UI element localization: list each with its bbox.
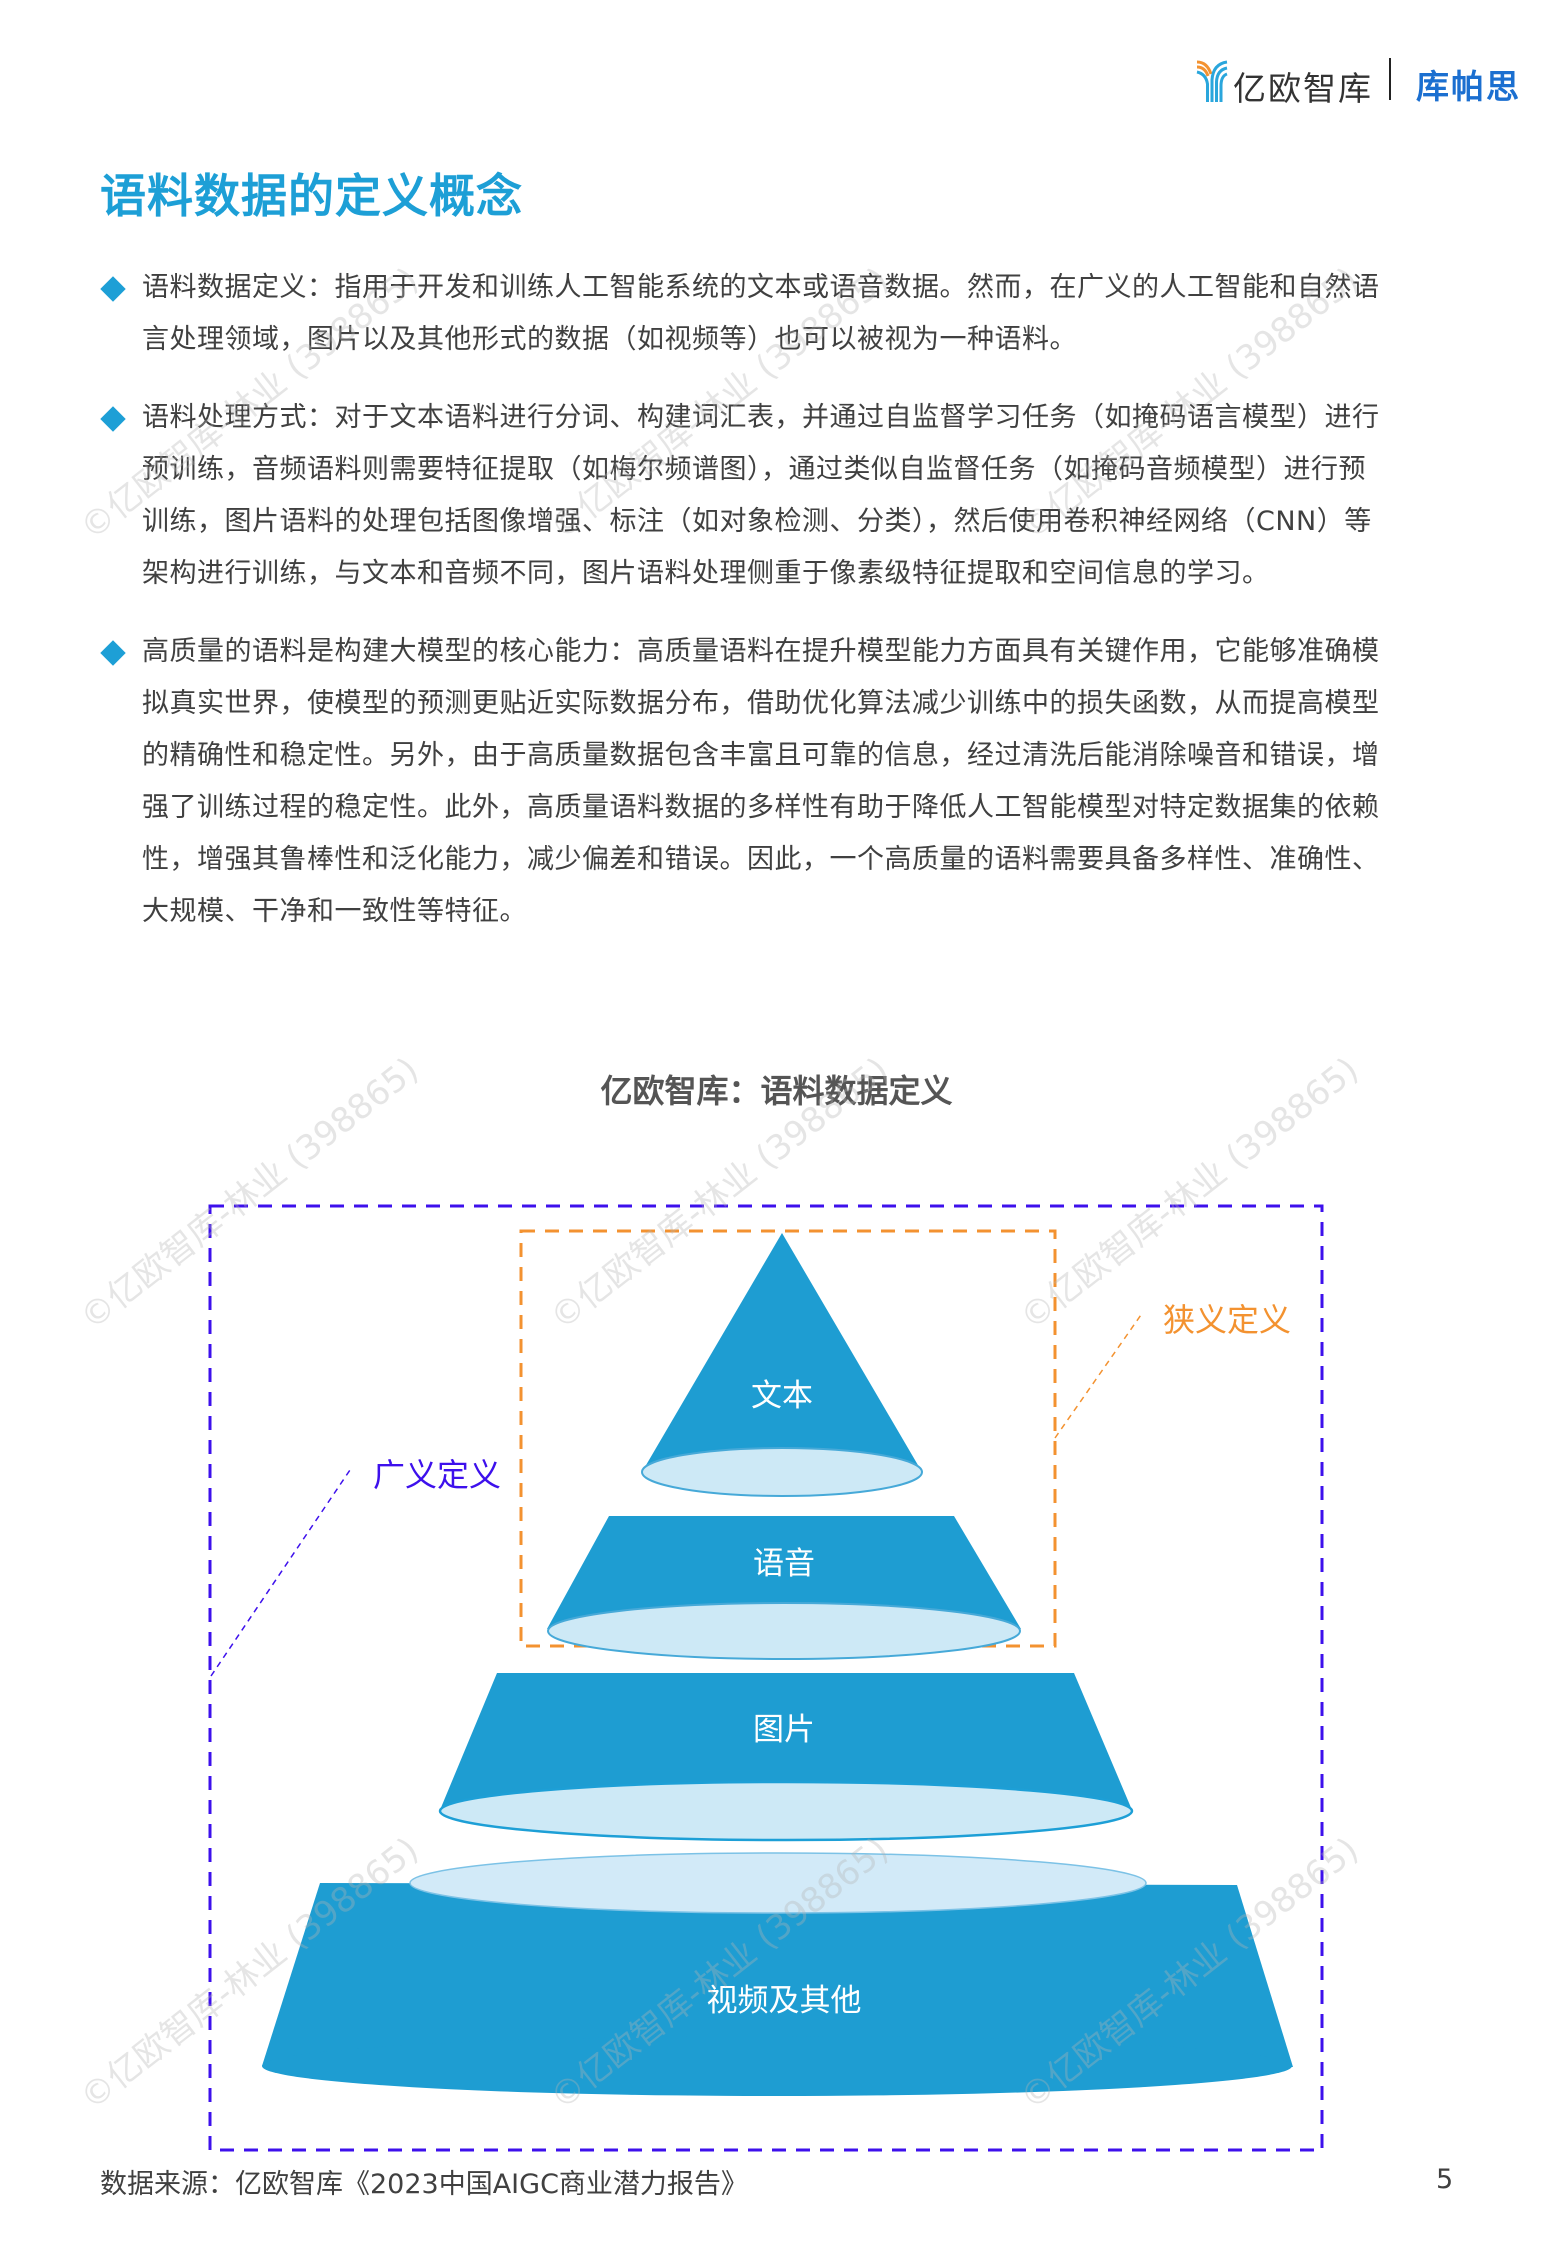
page-title: 语料数据的定义概念 — [100, 169, 523, 223]
bullet-line: 架构进行训练，与文本和音频不同，图片语料处理侧重于像素级特征提取和空间信息的学习… — [142, 558, 1270, 589]
bullet-line: 强了训练过程的稳定性。此外，高质量语料数据的多样性有助于降低人工智能模型对特定数… — [142, 792, 1380, 823]
bullet-definition: 语料数据定义：指用于开发和训练人工智能系统的文本或语音数据。然而，在广义的人工智… — [100, 262, 1450, 366]
diamond-bullet-icon — [100, 276, 126, 302]
narrow-definition-label: 狭义定义 — [1163, 1301, 1292, 1339]
corpus-definition-diagram: 文本 语音 图片 视频及其他 狭义定义 广义定义 — [0, 1180, 1553, 2170]
logo-text: 亿欧智库 — [1233, 69, 1373, 108]
partner-logo-text: 库帕思 — [1416, 67, 1521, 106]
bullet-line: 大规模、干净和一致性等特征。 — [142, 896, 527, 927]
tier-label-video: 视频及其他 — [706, 1983, 862, 2019]
tier-video-top — [409, 1852, 1147, 1914]
tier-voice-body — [547, 1516, 1021, 1629]
tier-voice-base — [547, 1602, 1021, 1660]
tier-text-base — [641, 1447, 923, 1497]
bullet-processing: 语料处理方式：对于文本语料进行分词、构建词汇表，并通过自监督学习任务（如掩码语言… — [100, 392, 1450, 600]
header-divider — [1389, 58, 1391, 100]
diagram-graphics — [208, 1204, 1324, 2152]
tier-video-base — [262, 2036, 1292, 2096]
bullet-line: 预训练，音频语料则需要特征提取（如梅尔频谱图），通过类似自监督任务（如掩码音频模… — [142, 454, 1366, 485]
bullet-line: 拟真实世界，使模型的预测更贴近实际数据分布，借助优化算法减少训练中的损失函数，从… — [142, 688, 1380, 719]
broad-definition-label: 广义定义 — [373, 1456, 502, 1494]
bullet-line: 性，增强其鲁棒性和泛化能力，减少偏差和错误。因此，一个高质量的语料需要具备多样性… — [142, 844, 1380, 875]
narrow-connector-line — [1054, 1311, 1144, 1439]
bullet-line: 语料数据定义：指用于开发和训练人工智能系统的文本或语音数据。然而，在广义的人工智… — [142, 272, 1380, 303]
bullet-high-quality: 高质量的语料是构建大模型的核心能力：高质量语料在提升模型能力方面具有关键作用，它… — [100, 626, 1450, 938]
tier-image-base — [438, 1780, 1134, 1842]
page-header: 亿欧智库 库帕思 — [1133, 52, 1553, 112]
diamond-bullet-icon — [100, 406, 126, 432]
yiou-logo-icon — [1196, 60, 1228, 102]
diamond-bullet-icon — [100, 640, 126, 666]
broad-connector-line — [210, 1466, 353, 1677]
bullet-line: 训练，图片语料的处理包括图像增强、标注（如对象检测、分类），然后使用卷积神经网络… — [142, 506, 1372, 537]
data-source: 数据来源：亿欧智库《2023中国AIGC商业潜力报告》 — [100, 2169, 748, 2200]
bullet-list: 语料数据定义：指用于开发和训练人工智能系统的文本或语音数据。然而，在广义的人工智… — [100, 262, 1450, 964]
page-number: 5 — [1436, 2164, 1454, 2195]
tier-label-image: 图片 — [753, 1712, 815, 1748]
tier-label-text: 文本 — [751, 1378, 813, 1414]
tier-video-body — [262, 1883, 1293, 2067]
tier-image-body — [440, 1673, 1132, 1810]
bullet-line: 的精确性和稳定性。另外，由于高质量数据包含丰富且可靠的信息，经过清洗后能消除噪音… — [142, 740, 1380, 771]
bullet-line: 言处理领域，图片以及其他形式的数据（如视频等）也可以被视为一种语料。 — [142, 324, 1077, 355]
diagram-title: 亿欧智库：语料数据定义 — [600, 1072, 953, 1110]
narrow-definition-box — [519, 1229, 1057, 1648]
bullet-line: 语料处理方式：对于文本语料进行分词、构建词汇表，并通过自监督学习任务（如掩码语言… — [142, 402, 1380, 433]
tier-text-cone — [642, 1233, 922, 1472]
broad-definition-box — [208, 1204, 1324, 2152]
tier-label-voice: 语音 — [753, 1546, 815, 1582]
bullet-line: 高质量的语料是构建大模型的核心能力：高质量语料在提升模型能力方面具有关键作用，它… — [142, 636, 1380, 667]
